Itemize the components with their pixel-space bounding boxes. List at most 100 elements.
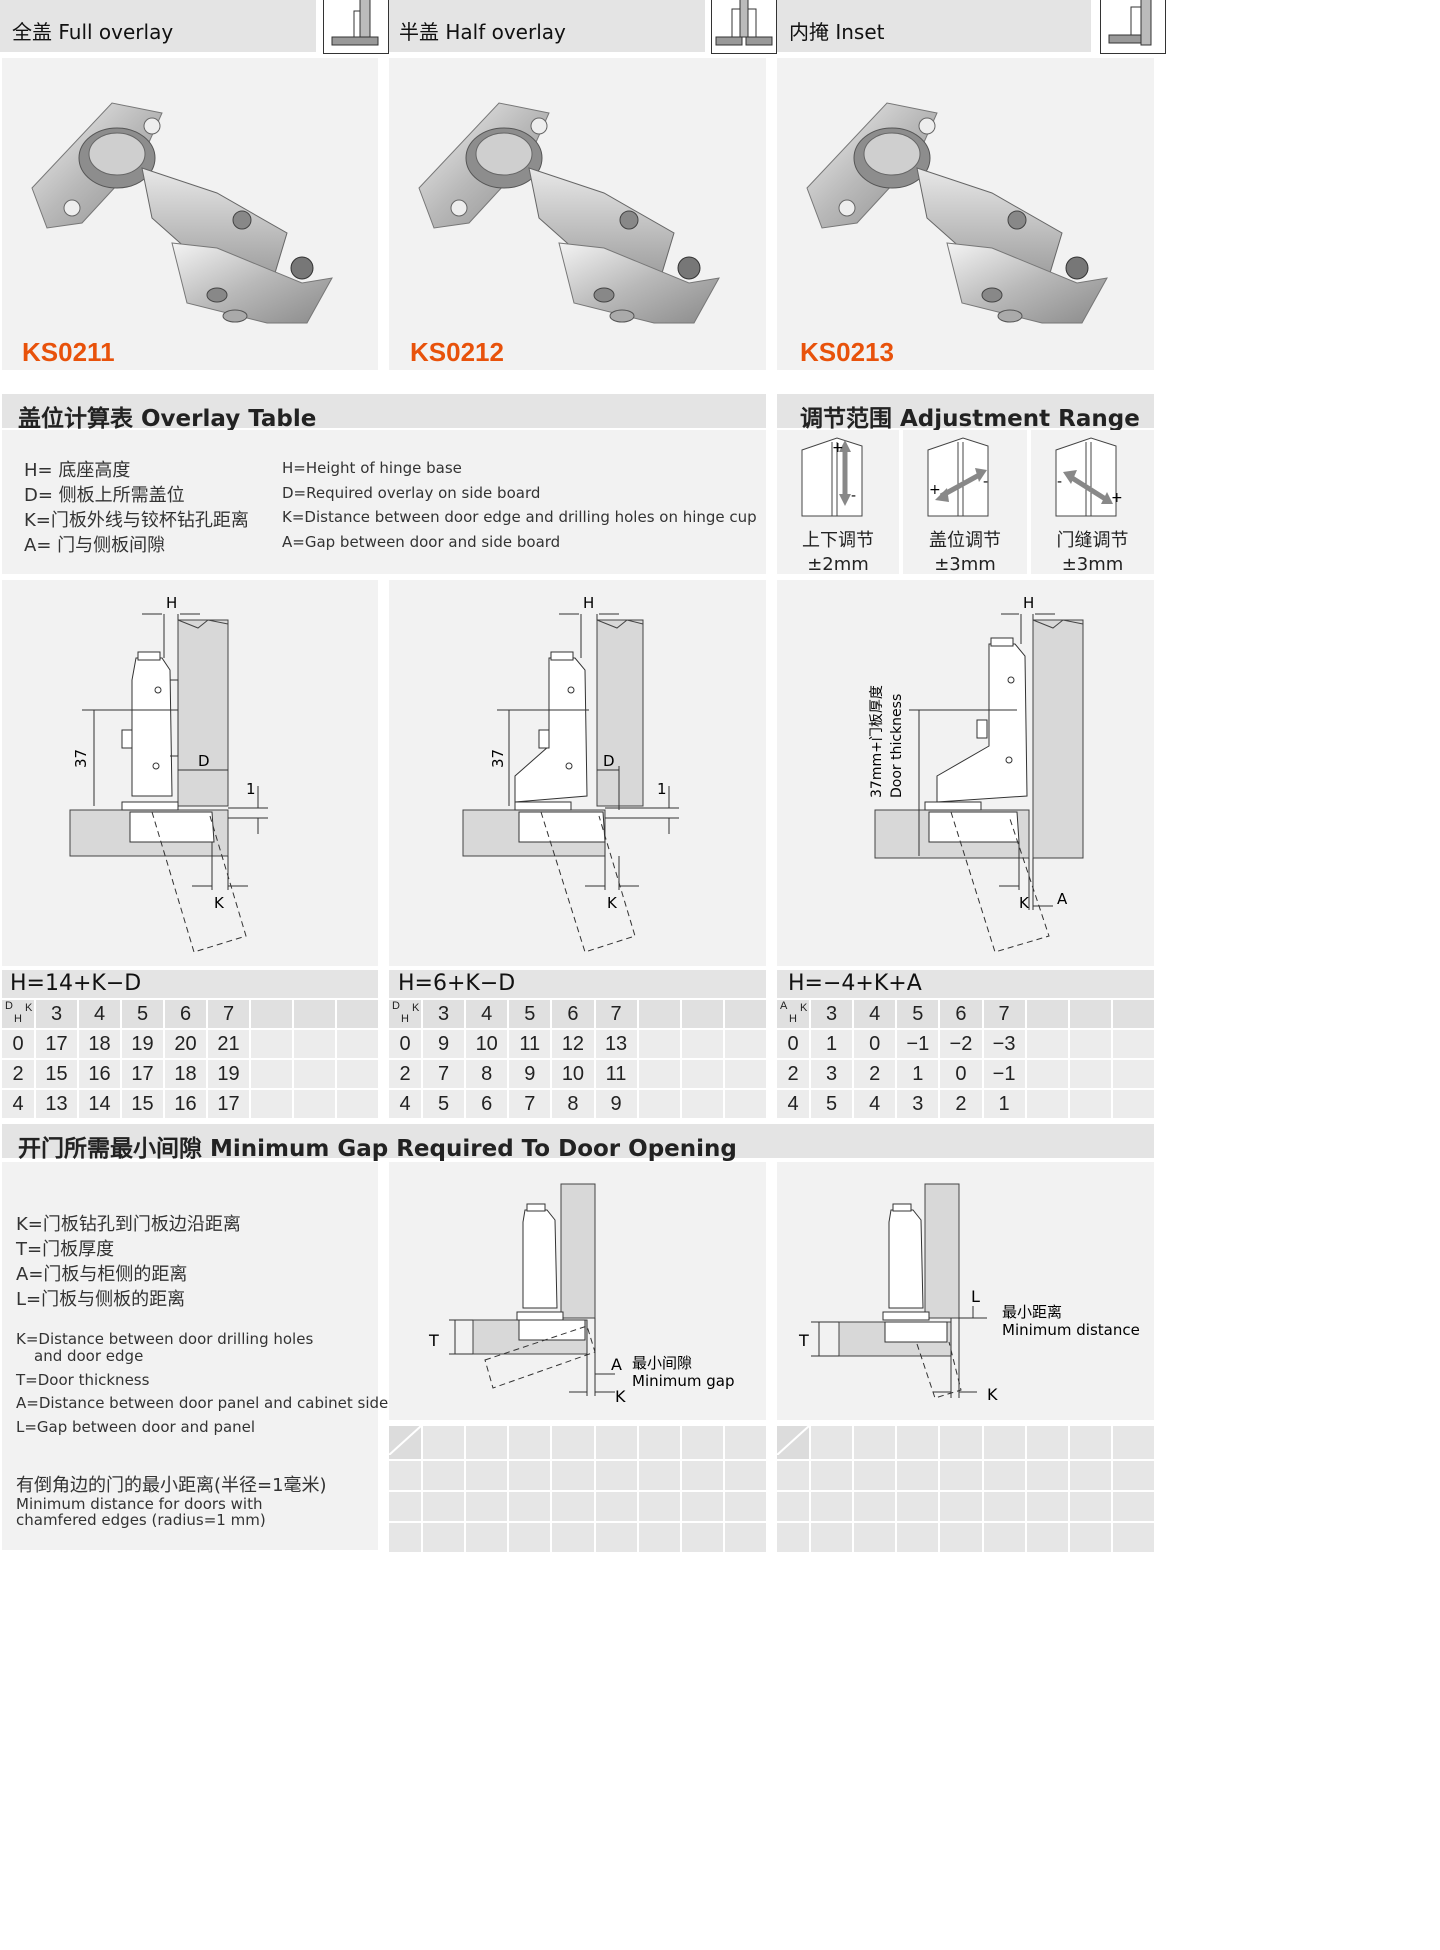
table-cell: 11	[507, 1028, 553, 1060]
min-gap-def-cn-t: T=门板厚度	[16, 1239, 115, 1260]
table-cell: 7	[507, 1088, 553, 1120]
table-cell	[1024, 998, 1070, 1030]
product-code-1: KS0211	[22, 337, 115, 367]
diagram2-label-k: K	[607, 894, 618, 912]
table-cell: 17	[206, 1088, 251, 1120]
table-cell	[636, 998, 682, 1030]
table-cell	[1110, 998, 1157, 1030]
table-cell: 13	[34, 1088, 79, 1120]
diagram-panel-half-overlay: H D 1 K 37	[389, 580, 766, 966]
product-code-3: KS0213	[800, 337, 894, 367]
min-gap-def-cn-l: L=门板与侧板的距离	[16, 1289, 186, 1310]
table-cell	[679, 1088, 725, 1120]
table-row: 4 5 4 3 2 1	[775, 1088, 1157, 1120]
product-type-label-1: 全盖 Full overlay	[12, 20, 174, 44]
table-cell	[722, 998, 769, 1030]
table-cell	[636, 1058, 682, 1090]
table-cell: 21	[206, 1028, 251, 1060]
min-gap-d1-label-a: A	[611, 1355, 622, 1374]
min-gap-def-en-k: K=Distance between door drilling holes	[16, 1330, 314, 1348]
table-cell	[636, 1028, 682, 1060]
table-cell: 14	[77, 1088, 122, 1120]
overlay-definitions-panel	[2, 430, 766, 574]
diagram3-vertical-cn: 37mm+门板厚度	[869, 685, 885, 798]
diagram1-label-1: 1	[246, 780, 256, 798]
definition-cn-d: D= 侧板上所需盖位	[24, 485, 185, 506]
table-cell: 10	[550, 1058, 596, 1090]
table-cell	[1110, 1028, 1157, 1060]
table-cell: 0	[938, 1058, 984, 1090]
definition-cn-a: A= 门与侧板间隙	[24, 535, 166, 556]
table-cell: −1	[981, 1058, 1027, 1090]
formula-bar-2	[389, 970, 766, 998]
overlay-table-title: 盖位计算表 Overlay Table	[18, 406, 317, 432]
table-cell: −3	[981, 1028, 1027, 1060]
diagram-panel-inset: H K A 37mm+门板厚度 Door thickness	[777, 580, 1154, 966]
product-header-3	[777, 0, 1091, 52]
min-gap-def-cn-a: A=门板与柜侧的距离	[16, 1264, 188, 1285]
table-cell: 5	[895, 998, 941, 1030]
min-gap-grid-2	[775, 1424, 1157, 1554]
table-cell: 9	[507, 1058, 553, 1090]
product-photo-panel-2	[389, 58, 766, 370]
min-gap-diagram-panel-1: T A K 最小间隙 Minimum gap	[389, 1162, 766, 1420]
table-cell: 4	[775, 1088, 811, 1120]
diagram3-label-k: K	[1019, 894, 1030, 912]
product-photo-panel-1	[2, 58, 378, 370]
diagram2-label-h: H	[583, 594, 594, 612]
table-cell: 1	[895, 1058, 941, 1090]
table-cell	[1024, 1028, 1070, 1060]
table-cell	[1067, 1088, 1113, 1120]
table-cell: 11	[593, 1058, 639, 1090]
min-gap-d1-label-cn: 最小间隙	[632, 1354, 692, 1372]
table-cell	[1110, 1058, 1157, 1090]
definition-en-h: H=Height of hinge base	[282, 459, 462, 477]
formula-2: H=6+K−D	[398, 971, 516, 996]
table-cell	[249, 1088, 294, 1120]
definition-cn-h: H= 底座高度	[24, 460, 131, 481]
table-cell: 7	[420, 1058, 467, 1090]
table-cell: 1	[981, 1088, 1027, 1120]
grid-corner	[387, 1424, 423, 1461]
table-cell	[1067, 1028, 1113, 1060]
table-row	[775, 1459, 1157, 1492]
table-cell: 7	[206, 998, 251, 1030]
table-cell	[292, 1088, 337, 1120]
table-cell: −1	[895, 1028, 941, 1060]
table-cell	[335, 1058, 380, 1090]
svg-text:+: +	[1111, 490, 1123, 506]
min-gap-header	[2, 1124, 1154, 1158]
table-cell: 3	[808, 1058, 855, 1090]
table-cell: 3	[895, 1088, 941, 1120]
svg-text:-: -	[983, 474, 988, 490]
table-cell: 5	[120, 998, 165, 1030]
table-cell: 6	[550, 998, 596, 1030]
min-gap-d2-label-k: K	[987, 1385, 998, 1404]
min-gap-def-en-k2: and door edge	[34, 1347, 144, 1365]
table-cell	[1110, 1088, 1157, 1120]
min-gap-d2-label-l: L	[971, 1287, 980, 1306]
half-overlay-icon	[711, 0, 777, 54]
table-cell: 2	[775, 1058, 811, 1090]
chamfer-note-en-1: Minimum distance for doors with	[16, 1495, 263, 1513]
table-row: 4 13 14 15 16 17	[0, 1088, 380, 1120]
table-cell: −2	[938, 1028, 984, 1060]
table-cell	[722, 1058, 769, 1090]
min-gap-d1-label-t: T	[428, 1331, 439, 1350]
min-gap-def-en-l: L=Gap between door and panel	[16, 1418, 256, 1436]
table-cell: 18	[77, 1028, 122, 1060]
table-cell	[292, 998, 337, 1030]
formula-bar-3	[777, 970, 1154, 998]
diagram1-label-h: H	[166, 594, 177, 612]
diagram3-vertical-en: Door thickness	[889, 694, 905, 798]
table-row	[387, 1424, 769, 1461]
table-cell: 15	[34, 1058, 79, 1090]
min-gap-d2-label-en: Minimum distance	[1002, 1321, 1140, 1339]
table-cell	[335, 1028, 380, 1060]
adjustment-header	[777, 394, 1154, 428]
table-cell: 5	[420, 1088, 467, 1120]
formula-3: H=−4+K+A	[788, 971, 922, 996]
diagram-panel-full-overlay: H D 1 K 37	[2, 580, 378, 966]
table-cell: 0	[852, 1028, 898, 1060]
